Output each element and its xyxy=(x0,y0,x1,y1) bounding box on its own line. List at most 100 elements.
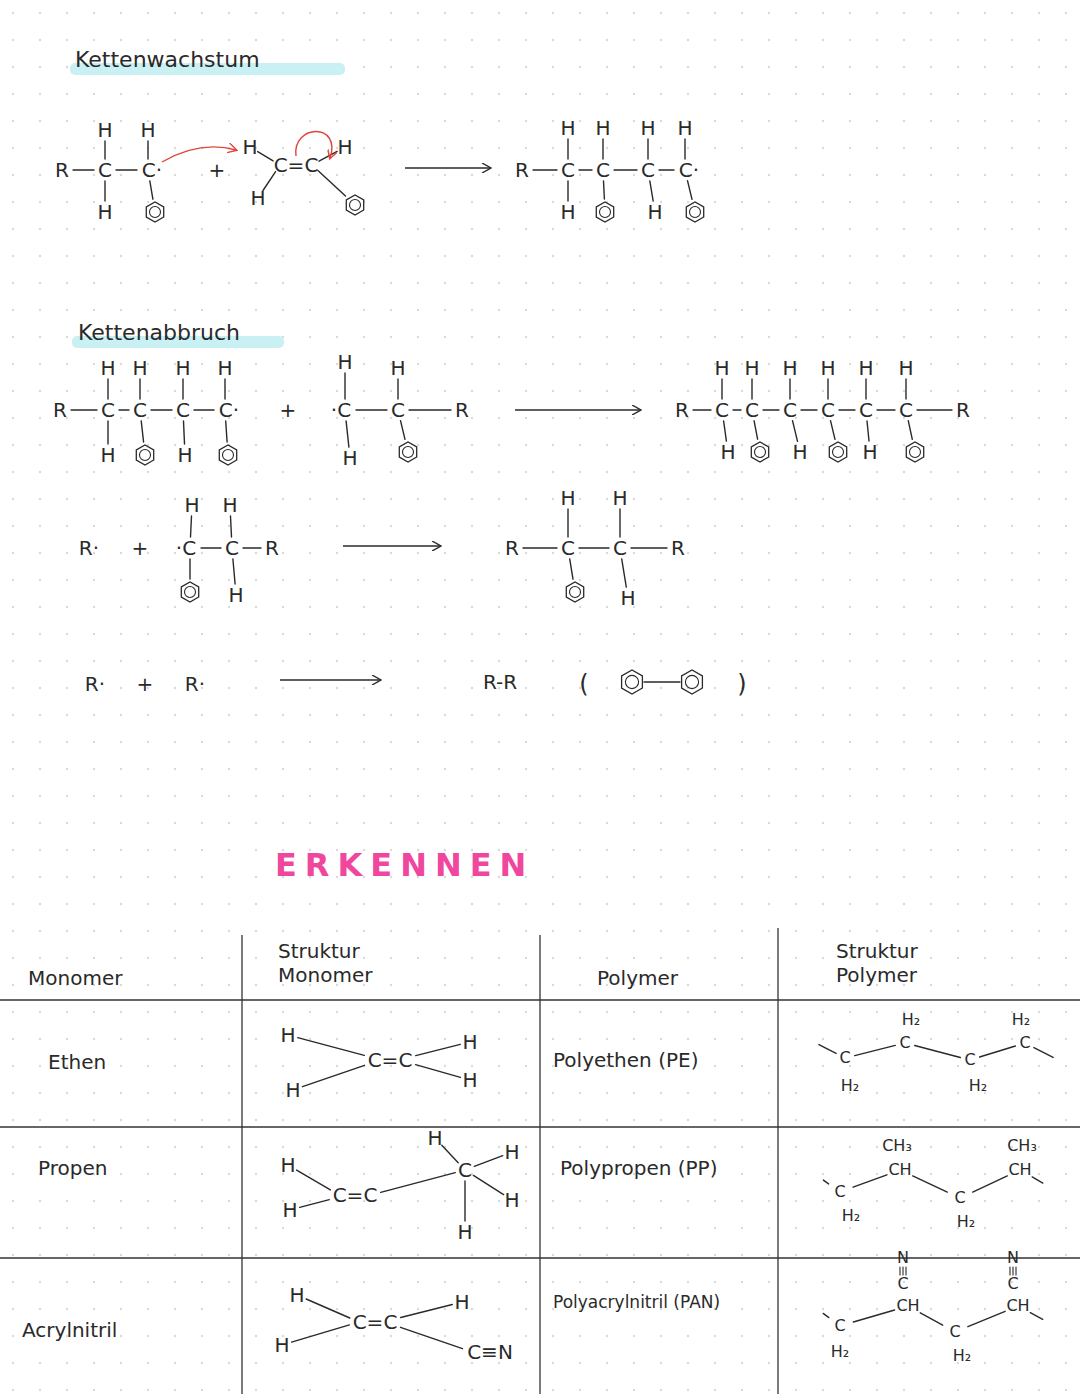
bond-line xyxy=(150,181,153,199)
atom-label: C xyxy=(133,398,147,422)
benzene-ring xyxy=(181,582,198,602)
bond-line xyxy=(819,1045,836,1054)
benzene-ring xyxy=(219,445,236,465)
bond-line xyxy=(579,169,592,170)
atom-label: C xyxy=(391,398,405,422)
bond-line xyxy=(73,169,94,170)
symbol-text: + xyxy=(209,158,226,182)
atom-label: C xyxy=(641,158,655,182)
atom-label: C xyxy=(821,398,835,422)
atom-label: H xyxy=(792,440,807,464)
bond-line xyxy=(243,547,261,548)
benzene-ring xyxy=(906,442,923,462)
atom-label: C=C xyxy=(368,1048,413,1072)
bond-line xyxy=(902,1267,903,1275)
atom-label: CH xyxy=(896,1296,919,1315)
benzene-ring xyxy=(223,450,234,461)
atom-label: H xyxy=(274,1333,289,1357)
symbol-text: + xyxy=(280,398,297,422)
symbol-text: + xyxy=(137,672,154,696)
atom-label: C xyxy=(745,398,759,422)
bond-line xyxy=(464,1181,465,1221)
atom-label: R xyxy=(671,536,685,560)
atom-label: H xyxy=(97,118,112,142)
atom-label: H xyxy=(454,1290,469,1314)
atom-label: H xyxy=(898,356,913,380)
bond-line xyxy=(442,1145,458,1162)
atom-label: H xyxy=(140,118,155,142)
atom-label: C xyxy=(101,398,115,422)
table-text: Struktur Polymer xyxy=(836,939,986,987)
atom-label: H xyxy=(228,583,243,607)
benzene-ring xyxy=(136,445,153,465)
atom-label: C xyxy=(897,1274,908,1293)
atom-label: H₂ xyxy=(831,1342,849,1361)
atom-label: H xyxy=(337,135,352,159)
atom-label: H xyxy=(100,443,115,467)
symbol-text: + xyxy=(132,536,149,560)
bond-line xyxy=(189,559,190,579)
atom-label: CH xyxy=(1006,1296,1029,1315)
bond-line xyxy=(226,421,227,442)
atom-label: H xyxy=(289,1283,304,1307)
atom-label: CH₃ xyxy=(1007,1136,1037,1155)
bond-line xyxy=(473,1175,503,1194)
benzene-ring xyxy=(399,442,416,462)
atom-label: H xyxy=(250,186,265,210)
bond-line xyxy=(693,409,711,410)
bond-line xyxy=(306,1299,350,1318)
bond-line xyxy=(416,1065,461,1078)
bond-line xyxy=(107,379,108,399)
section-heading: Kettenabbruch xyxy=(78,320,240,346)
bond-line xyxy=(831,421,836,440)
atom-label: ·C xyxy=(331,398,351,422)
atom-label: H₂ xyxy=(841,1076,859,1095)
atom-label: H xyxy=(647,200,662,224)
bond-line xyxy=(631,547,667,548)
atom-label: CH₃ xyxy=(882,1136,912,1155)
bond-line xyxy=(151,409,172,410)
atom-label: C≡N xyxy=(467,1340,513,1364)
table-text: Polyethen (PE) xyxy=(553,1048,698,1072)
bond-line xyxy=(865,379,866,399)
table-grid xyxy=(0,928,1080,1394)
atom-label: CH xyxy=(888,1160,911,1179)
atom-label: R xyxy=(505,536,519,560)
atom-label: C xyxy=(561,158,575,182)
atom-label: H xyxy=(462,1030,477,1054)
bond-line xyxy=(139,379,140,399)
bond-line xyxy=(533,169,557,170)
atom-label: H xyxy=(285,1078,300,1102)
bond-line xyxy=(258,152,273,161)
bond-line xyxy=(318,170,346,196)
section-heading: Kettenwachstum xyxy=(75,47,260,73)
benzene-ring xyxy=(346,195,363,215)
atom-label: C· xyxy=(142,158,162,182)
bond-line xyxy=(104,181,105,201)
table-line xyxy=(539,935,540,1394)
bond-line xyxy=(877,409,895,410)
bond-line xyxy=(684,139,685,159)
atom-label: CH xyxy=(1008,1160,1031,1179)
bond-line xyxy=(827,379,828,399)
bond-line xyxy=(201,547,221,548)
bond-line xyxy=(980,1046,1016,1057)
atom-label: H xyxy=(462,1068,477,1092)
atom-label: H xyxy=(820,356,835,380)
benzene-ring xyxy=(150,207,161,218)
atom-label: H xyxy=(280,1153,295,1177)
bond-line xyxy=(908,421,912,440)
benzene-ring xyxy=(833,447,844,458)
atom-label: H xyxy=(595,116,610,140)
atom-label: H xyxy=(560,486,575,510)
atom-label: H xyxy=(620,586,635,610)
atom-label: H xyxy=(175,356,190,380)
atom-label: H₂ xyxy=(953,1346,971,1365)
atom-label: R· xyxy=(79,536,99,560)
bond-line xyxy=(579,547,609,548)
bond-line xyxy=(905,1267,906,1275)
bond-line xyxy=(567,509,568,537)
atom-label: H xyxy=(390,356,405,380)
bond-line xyxy=(570,559,573,579)
atom-label: H xyxy=(862,440,877,464)
